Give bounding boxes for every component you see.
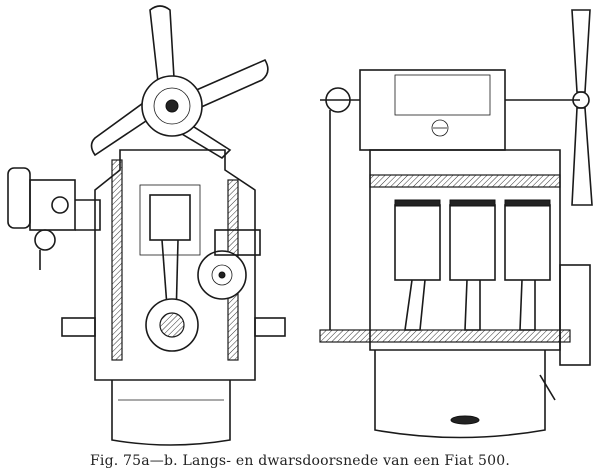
distributor: [197, 229, 261, 300]
carburetor: [7, 167, 101, 270]
fan-long: [571, 9, 593, 206]
oil-pan-long: [374, 350, 556, 439]
engine-block: [61, 149, 286, 381]
cylinder-head: [320, 69, 580, 151]
oil-pan: [111, 380, 231, 446]
cross-section-view: [7, 5, 286, 446]
engine-block-long: [319, 149, 591, 366]
figure-caption: Fig. 75a—b. Langs- en dwarsdoorsnede van…: [89, 453, 511, 469]
longitudinal-section-view: [319, 9, 593, 439]
fan: [90, 5, 269, 160]
